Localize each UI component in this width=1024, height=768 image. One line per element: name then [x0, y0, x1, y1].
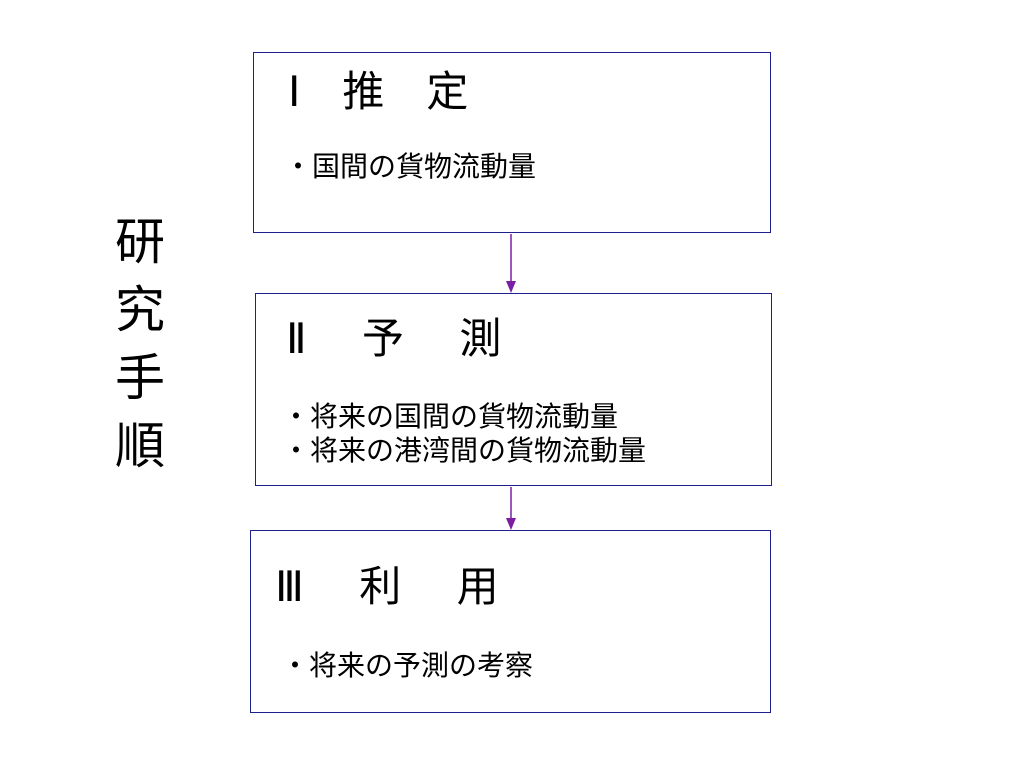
side-title-char: 順 — [115, 417, 165, 475]
step-items: ・国間の貨物流動量 — [284, 150, 536, 184]
step-heading: Ⅲ 利 用 — [275, 562, 499, 611]
step-items: ・将来の国間の貨物流動量 ・将来の港湾間の貨物流動量 — [282, 400, 646, 468]
side-title-char: 研 — [115, 213, 165, 271]
step-box-estimation: Ⅰ 推 定 ・国間の貨物流動量 — [253, 52, 771, 233]
step-items: ・将来の予測の考察 — [281, 649, 533, 683]
arrow-head — [506, 281, 516, 293]
arrow-step2-to-step3 — [506, 487, 516, 530]
step-item: ・将来の国間の貨物流動量 — [282, 400, 619, 433]
side-title: 研 究 手 順 — [108, 208, 172, 480]
arrow-head — [506, 518, 516, 530]
side-title-char: 手 — [115, 349, 165, 407]
step-item: ・将来の港湾間の貨物流動量 — [282, 434, 647, 467]
step-item: ・国間の貨物流動量 — [284, 150, 537, 183]
step-item: ・将来の予測の考察 — [281, 649, 534, 682]
step-heading: Ⅰ 推 定 — [288, 67, 469, 116]
step-heading: Ⅱ 予 測 — [286, 314, 502, 363]
step-box-forecast: Ⅱ 予 測 ・将来の国間の貨物流動量 ・将来の港湾間の貨物流動量 — [255, 293, 772, 486]
step-box-application: Ⅲ 利 用 ・将来の予測の考察 — [250, 530, 771, 713]
side-title-char: 究 — [115, 281, 165, 339]
arrow-step1-to-step2 — [506, 234, 516, 293]
